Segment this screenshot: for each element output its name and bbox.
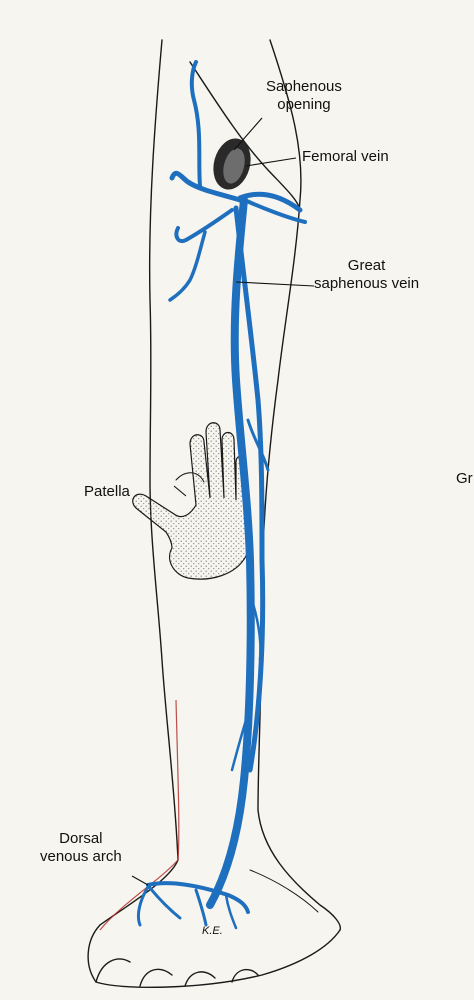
label-patella: Patella [84,483,130,501]
label-great-saphenous-vein-line2: saphenous vein [314,275,419,293]
label-dorsal-venous-arch: Dorsal venous arch [40,830,122,866]
skin-red-edge [100,700,179,930]
artist-signature: K.E. [202,922,223,940]
label-great-saphenous-vein: Great saphenous vein [314,257,419,293]
saphenous-opening-shape [208,134,256,194]
label-dorsal-venous-arch-line1: Dorsal [40,830,122,848]
label-clipped-edge: Gr [456,470,473,488]
label-dorsal-venous-arch-line2: venous arch [40,848,122,866]
label-great-saphenous-vein-line1: Great [314,257,419,275]
label-femoral-vein: Femoral vein [302,148,389,166]
label-saphenous-opening-line1: Saphenous [266,78,342,96]
label-saphenous-opening-line2: opening [266,96,342,114]
label-saphenous-opening: Saphenous opening [266,78,342,114]
